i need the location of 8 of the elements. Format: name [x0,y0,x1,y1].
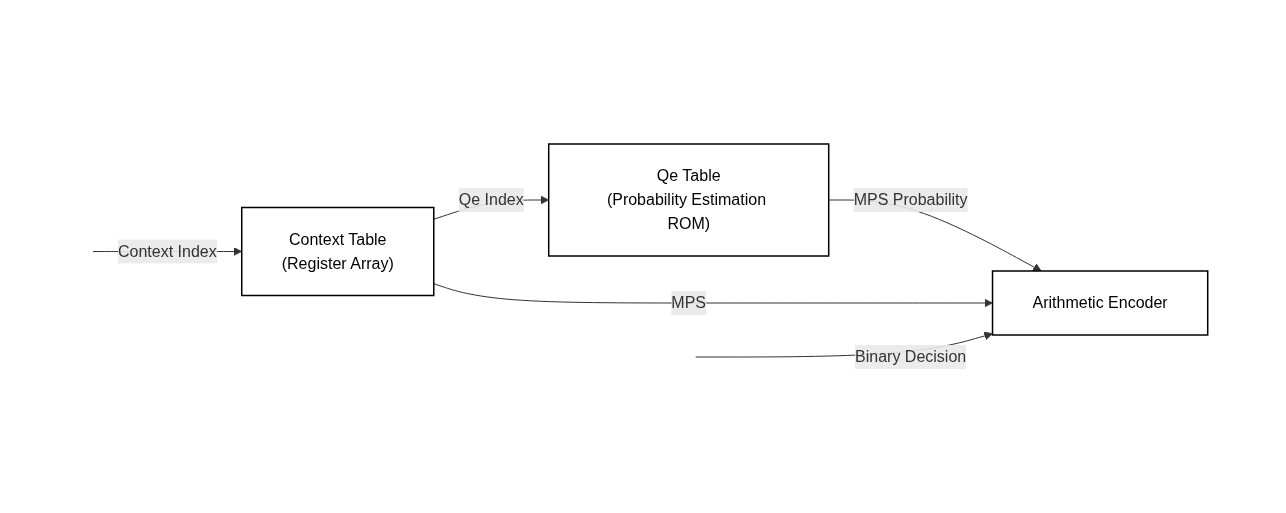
node-box: Context Table (Register Array) [240,206,435,297]
node-box: Arithmetic Encoder [991,270,1209,336]
edge-label: Qe Index [458,191,524,208]
edge-label: Context Index [117,242,217,260]
node-box: Qe Table (Probability Estimation ROM) [547,143,830,257]
edge-label: MPS Probability [853,191,968,208]
edge-label: Binary Decision [854,348,966,365]
edge-label: MPS [671,294,706,311]
